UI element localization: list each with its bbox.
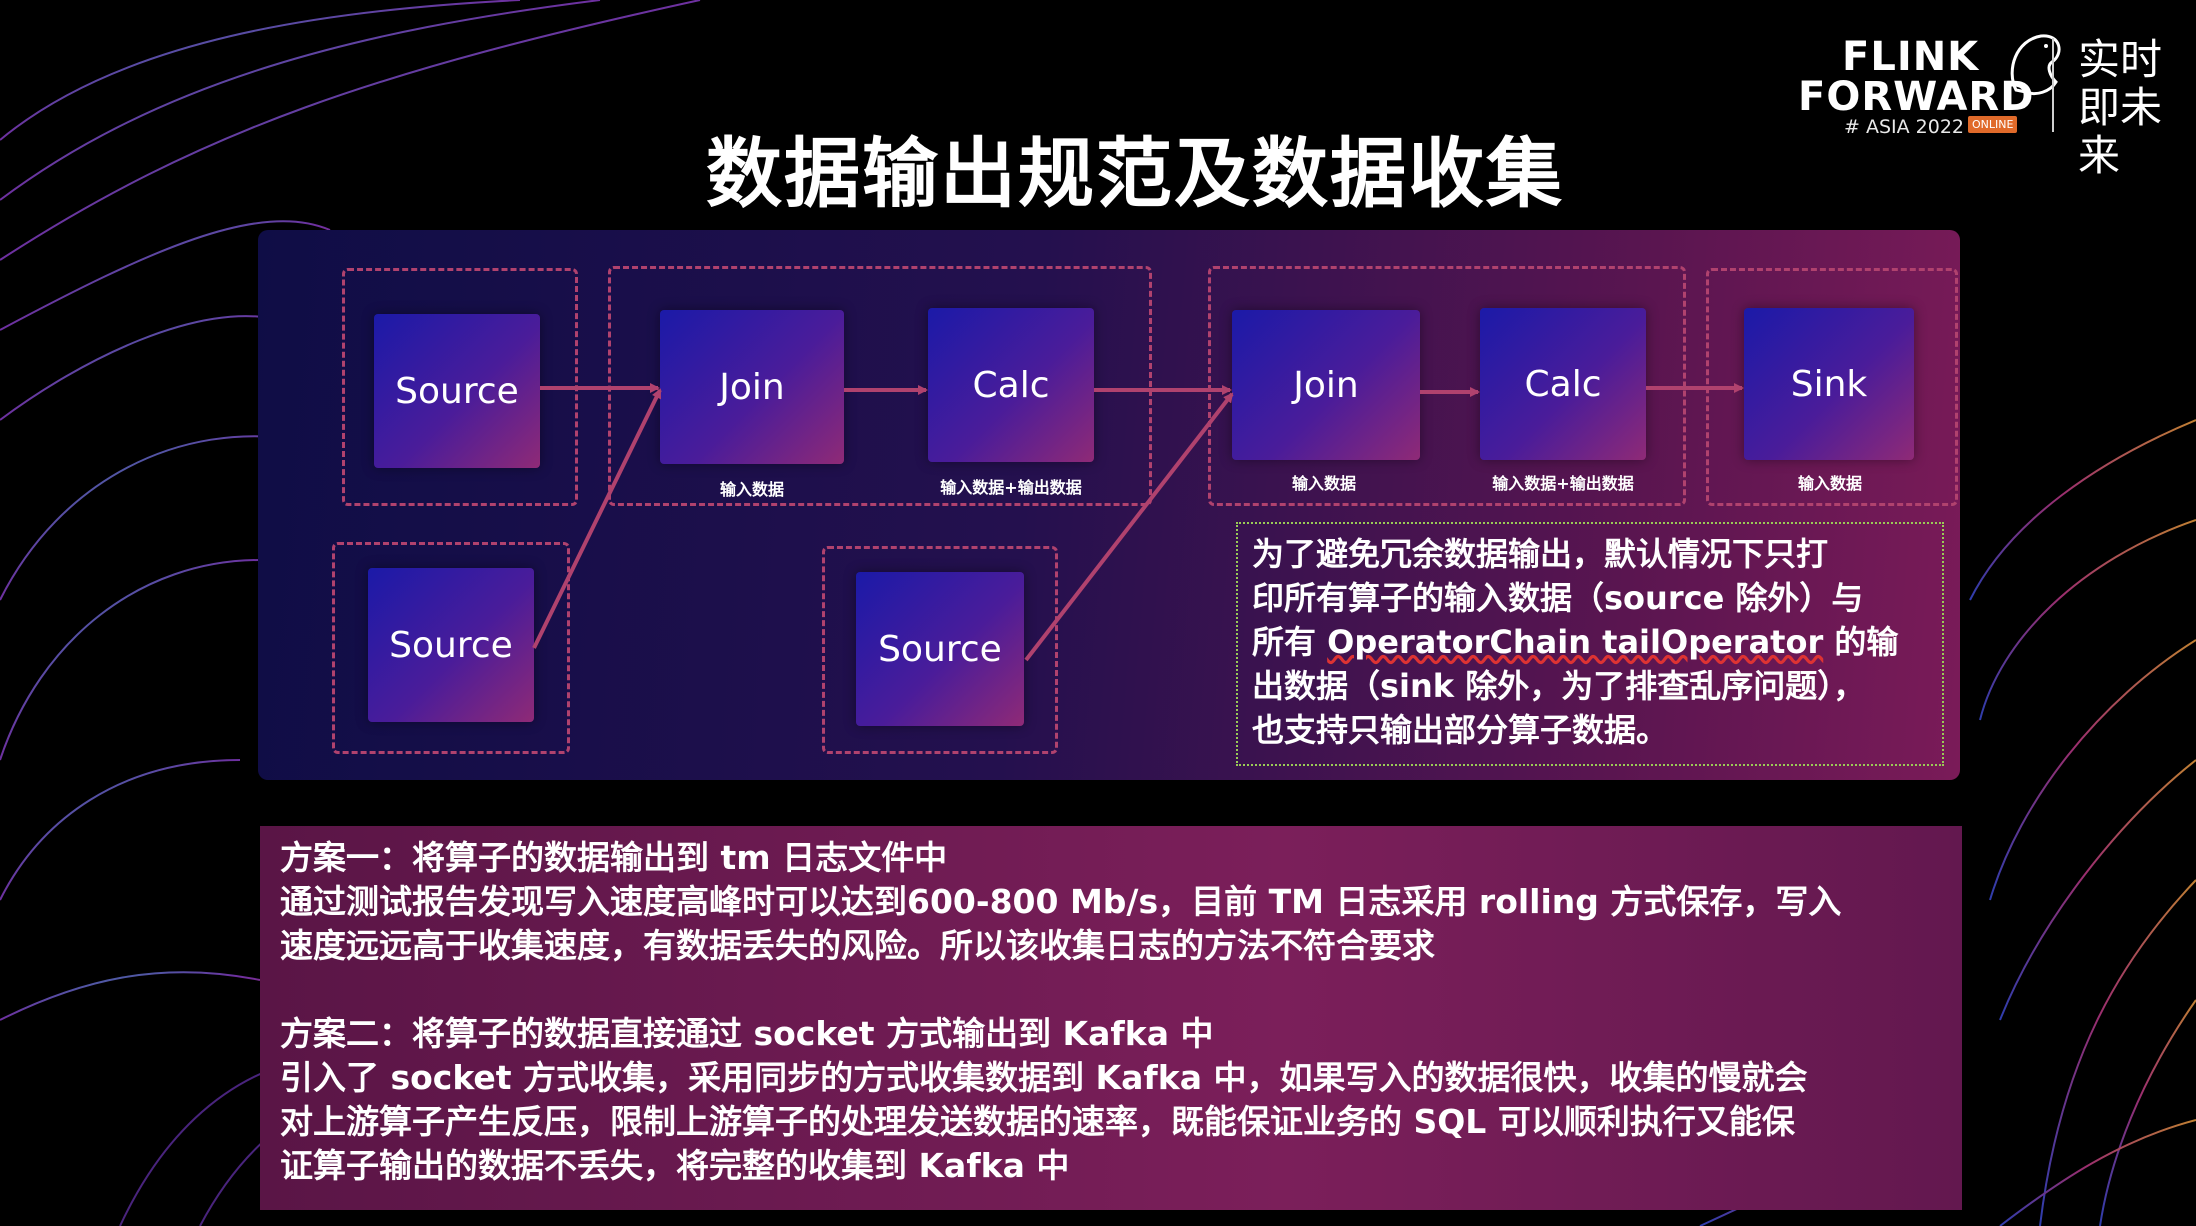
logo-divider xyxy=(2052,38,2054,132)
plans-box: 方案一：将算子的数据输出到 tm 日志文件中 通过测试报告发现写入速度高峰时可以… xyxy=(260,826,1962,1210)
note-line-2: 印所有算子的输入数据（source 除外）与 xyxy=(1252,579,1864,617)
plan-1-line-1: 通过测试报告发现写入速度高峰时可以达到600-800 Mb/s，目前 TM 日志… xyxy=(280,882,1842,921)
plan-2-line-3: 证算子输出的数据不丢失，将完整的收集到 Kafka 中 xyxy=(280,1146,1070,1185)
node-join-1: Join xyxy=(660,310,844,464)
plan-1-line-2: 速度远远高于收集速度，有数据丢失的风险。所以该收集日志的方法不符合要求 xyxy=(280,926,1435,965)
node-source-2: Source xyxy=(368,568,534,722)
node-calc-2: Calc xyxy=(1480,308,1646,460)
plan-2-title: 方案二：将算子的数据直接通过 socket 方式输出到 Kafka 中 xyxy=(280,1014,1214,1053)
plan-2-line-2: 对上游算子产生反压，限制上游算子的处理发送数据的速率，既能保证业务的 SQL 可… xyxy=(280,1102,1795,1141)
note-line-4: 出数据（sink 除外，为了排查乱序问题）， xyxy=(1252,667,1866,705)
node-source-1: Source xyxy=(374,314,540,468)
caption-join-2: 输入数据 xyxy=(1291,474,1356,493)
node-sink: Sink xyxy=(1744,308,1914,460)
note-line-1: 为了避免冗余数据输出，默认情况下只打 xyxy=(1252,535,1829,573)
plan-2-line-1: 引入了 socket 方式收集，采用同步的方式收集数据到 Kafka 中，如果写… xyxy=(280,1058,1808,1097)
logo-online-badge: ONLINE xyxy=(1968,116,2018,133)
caption-calc-1: 输入数据+输出数据 xyxy=(940,478,1082,497)
caption-join-1: 输入数据 xyxy=(719,480,784,499)
plan-spacer xyxy=(280,968,1942,1012)
note-line-3-suffix: 的输 xyxy=(1823,623,1899,661)
node-source-3: Source xyxy=(856,572,1024,726)
caption-sink: 输入数据 xyxy=(1797,474,1862,493)
flink-forward-logo: FLINK FORWARD # ASIA 2022 ONLINE 实时即未来 xyxy=(1796,30,2176,180)
note-line-3: 所有 OperatorChain tailOperator 的输 xyxy=(1252,620,1928,664)
node-calc-1: Calc xyxy=(928,308,1094,462)
note-line-5: 也支持只输出部分算子数据。 xyxy=(1252,711,1669,749)
explanation-note: 为了避免冗余数据输出，默认情况下只打 印所有算子的输入数据（source 除外）… xyxy=(1236,522,1944,766)
note-line-3-prefix: 所有 xyxy=(1252,623,1328,661)
caption-calc-2: 输入数据+输出数据 xyxy=(1492,474,1634,493)
page-title: 数据输出规范及数据收集 xyxy=(706,129,1564,218)
logo-forward-text: FORWARD xyxy=(1798,74,2035,120)
node-join-2: Join xyxy=(1232,310,1420,460)
squirrel-icon xyxy=(2010,34,2061,96)
note-operator-term: OperatorChain tailOperator xyxy=(1327,623,1824,661)
logo-slogan: 实时即未来 xyxy=(2078,35,2163,180)
logo-event-text: # ASIA 2022 xyxy=(1844,116,1965,138)
logo-flink-text: FLINK xyxy=(1842,34,1980,80)
plan-1-title: 方案一：将算子的数据输出到 tm 日志文件中 xyxy=(280,838,948,877)
